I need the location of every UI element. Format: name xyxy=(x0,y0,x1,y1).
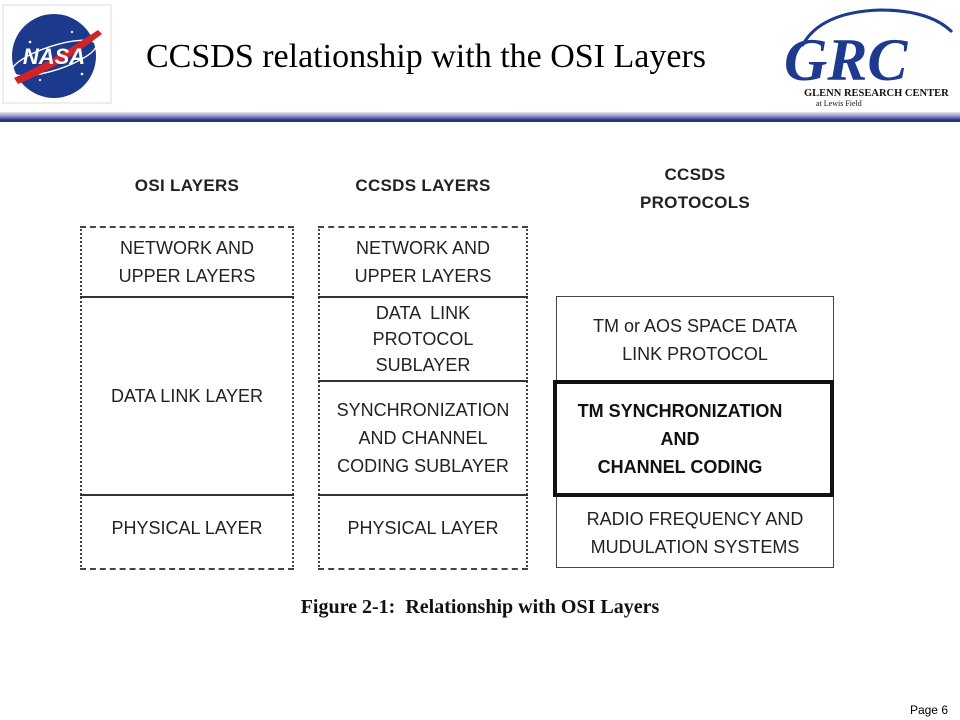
radio-frequency-modulation-systems: RADIO FREQUENCY AND MUDULATION SYSTEMS xyxy=(556,500,834,566)
page-number: Page 6 xyxy=(909,703,948,717)
layer-label-line: NETWORK AND xyxy=(355,238,490,258)
layer-label-line: TM SYNCHRONIZATION xyxy=(577,400,783,421)
layer-label-line: AND CHANNEL xyxy=(358,428,488,448)
osi-divider xyxy=(80,494,294,496)
osi-network-upper-layers: NETWORK AND UPPER LAYERS xyxy=(80,228,294,296)
title-divider xyxy=(0,112,960,122)
layer-label-line: LINK PROTOCOL xyxy=(622,344,768,364)
slide-title: CCSDS relationship with the OSI Layers xyxy=(146,38,707,75)
ccsds-protocols-header-line1: CCSDS xyxy=(664,165,726,184)
layer-label-line: RADIO FREQUENCY AND xyxy=(586,509,804,529)
ccsds-layers-header: CCSDS LAYERS xyxy=(355,176,491,195)
ccsds-protocols-header-line2: PROTOCOLS xyxy=(639,193,751,212)
layer-label-line: UPPER LAYERS xyxy=(354,266,492,286)
layer-label-line: CHANNEL CODING xyxy=(597,456,763,477)
layer-label-line: AND xyxy=(660,428,700,449)
grc-subtitle: at Lewis Field xyxy=(816,99,862,108)
nasa-logo: NASA xyxy=(2,4,112,104)
ccsds-divider xyxy=(318,494,528,496)
ccsds-physical-layer: PHYSICAL LAYER xyxy=(318,496,528,560)
layer-label-line: TM or AOS SPACE DATA xyxy=(592,316,798,336)
layer-label-line: MUDULATION SYSTEMS xyxy=(590,537,800,557)
ccsds-sync-channel-coding-sublayer: SYNCHRONIZATION AND CHANNEL CODING SUBLA… xyxy=(318,382,528,494)
osi-layers-header: OSI LAYERS xyxy=(134,176,240,195)
layer-label-line: NETWORK AND xyxy=(119,238,254,258)
osi-physical-layer: PHYSICAL LAYER xyxy=(80,496,294,560)
grc-wordmark: GRC xyxy=(784,27,908,93)
tm-synchronization-channel-coding: TM SYNCHRONIZATION AND CHANNEL CODING xyxy=(557,384,803,493)
grc-center-name: GLENN RESEARCH CENTER xyxy=(804,88,949,99)
layer-label-line: UPPER LAYERS xyxy=(118,266,256,286)
ccsds-network-upper-layers: NETWORK AND UPPER LAYERS xyxy=(318,228,528,296)
layer-label-line: PHYSICAL LAYER xyxy=(111,518,263,538)
layer-label-line: DATA LINK LAYER xyxy=(110,386,264,406)
osi-divider xyxy=(80,296,294,298)
tm-sync-channel-coding-highlight xyxy=(553,380,834,497)
layer-label-line: DATA LINK xyxy=(375,303,471,323)
layer-label-line: SYNCHRONIZATION xyxy=(336,400,510,420)
tm-aos-space-data-link-protocol: TM or AOS SPACE DATA LINK PROTOCOL xyxy=(556,300,834,380)
ccsds-divider xyxy=(318,380,528,382)
ccsds-protocols-header: CCSDS PROTOCOLS xyxy=(556,161,834,217)
grc-logo: GRC GLENN RESEARCH CENTER at Lewis Field xyxy=(784,8,954,108)
osi-layers-column xyxy=(80,226,294,570)
osi-data-link-layer: DATA LINK LAYER xyxy=(80,298,294,494)
layer-label-line: SUBLAYER xyxy=(375,355,471,375)
ccsds-divider xyxy=(318,296,528,298)
figure-caption: Figure 2-1: Relationship with OSI Layers xyxy=(300,596,660,618)
layer-label-line: PROTOCOL xyxy=(372,329,474,349)
layer-label-line: PHYSICAL LAYER xyxy=(347,518,499,538)
layer-label-line: CODING SUBLAYER xyxy=(337,456,509,476)
ccsds-layers-column xyxy=(318,226,528,570)
nasa-wordmark: NASA xyxy=(23,44,85,69)
ccsds-data-link-protocol-sublayer: DATA LINK PROTOCOL SUBLAYER xyxy=(318,298,528,380)
